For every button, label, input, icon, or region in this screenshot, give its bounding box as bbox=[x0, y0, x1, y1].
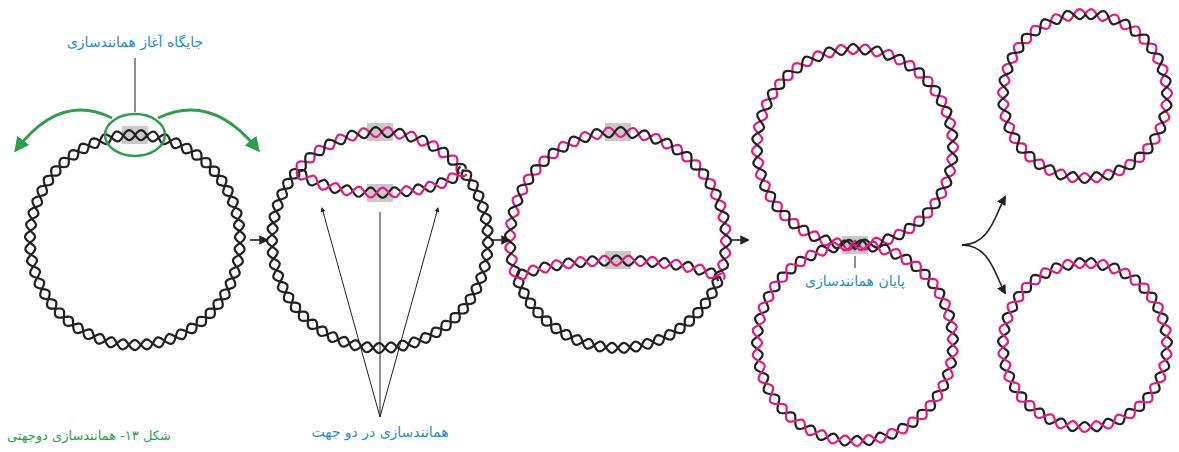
dna-strand bbox=[517, 256, 718, 281]
dna-strand bbox=[752, 240, 958, 445]
dna-strand bbox=[999, 11, 1172, 183]
figure-caption: شکل ۱۳- همانندسازی دوجهتی bbox=[4, 427, 174, 446]
step-arrow bbox=[492, 239, 509, 241]
step-arrow bbox=[962, 197, 1005, 245]
dna-strand bbox=[753, 241, 958, 446]
direction-arrow bbox=[158, 110, 258, 150]
dna-strand bbox=[752, 45, 958, 250]
dna-strand bbox=[505, 127, 731, 277]
dna-strand bbox=[517, 277, 722, 353]
step-arrow bbox=[250, 239, 267, 241]
leader-line bbox=[322, 208, 380, 417]
dna-strand bbox=[297, 171, 466, 198]
dna-strand bbox=[25, 132, 245, 350]
dna-molecules bbox=[25, 9, 1172, 446]
dna-strand bbox=[297, 127, 465, 171]
dna-strand bbox=[999, 260, 1172, 432]
step-arrow bbox=[962, 245, 1005, 293]
dna-strand bbox=[517, 256, 722, 280]
step-arrow bbox=[731, 239, 748, 241]
dna-strand bbox=[297, 167, 460, 197]
origin-highlight bbox=[105, 114, 165, 156]
origin-label: جایگاه آغاز همانندسازی bbox=[63, 32, 207, 52]
dna-strand bbox=[998, 258, 1172, 431]
leader-line bbox=[380, 212, 381, 417]
termination-label: پایان همانندسازی bbox=[801, 271, 909, 291]
dna-strand bbox=[752, 44, 957, 249]
direction-arrow bbox=[16, 110, 112, 150]
arrows bbox=[16, 58, 1005, 417]
dna-strand bbox=[998, 9, 1172, 182]
dna-strand bbox=[25, 130, 244, 349]
leader-line bbox=[380, 208, 438, 417]
direction-label: همانندسازی در دو جهت bbox=[307, 422, 452, 442]
leader-line bbox=[135, 58, 136, 112]
leader-line bbox=[855, 256, 856, 268]
dna-strand bbox=[514, 277, 720, 353]
